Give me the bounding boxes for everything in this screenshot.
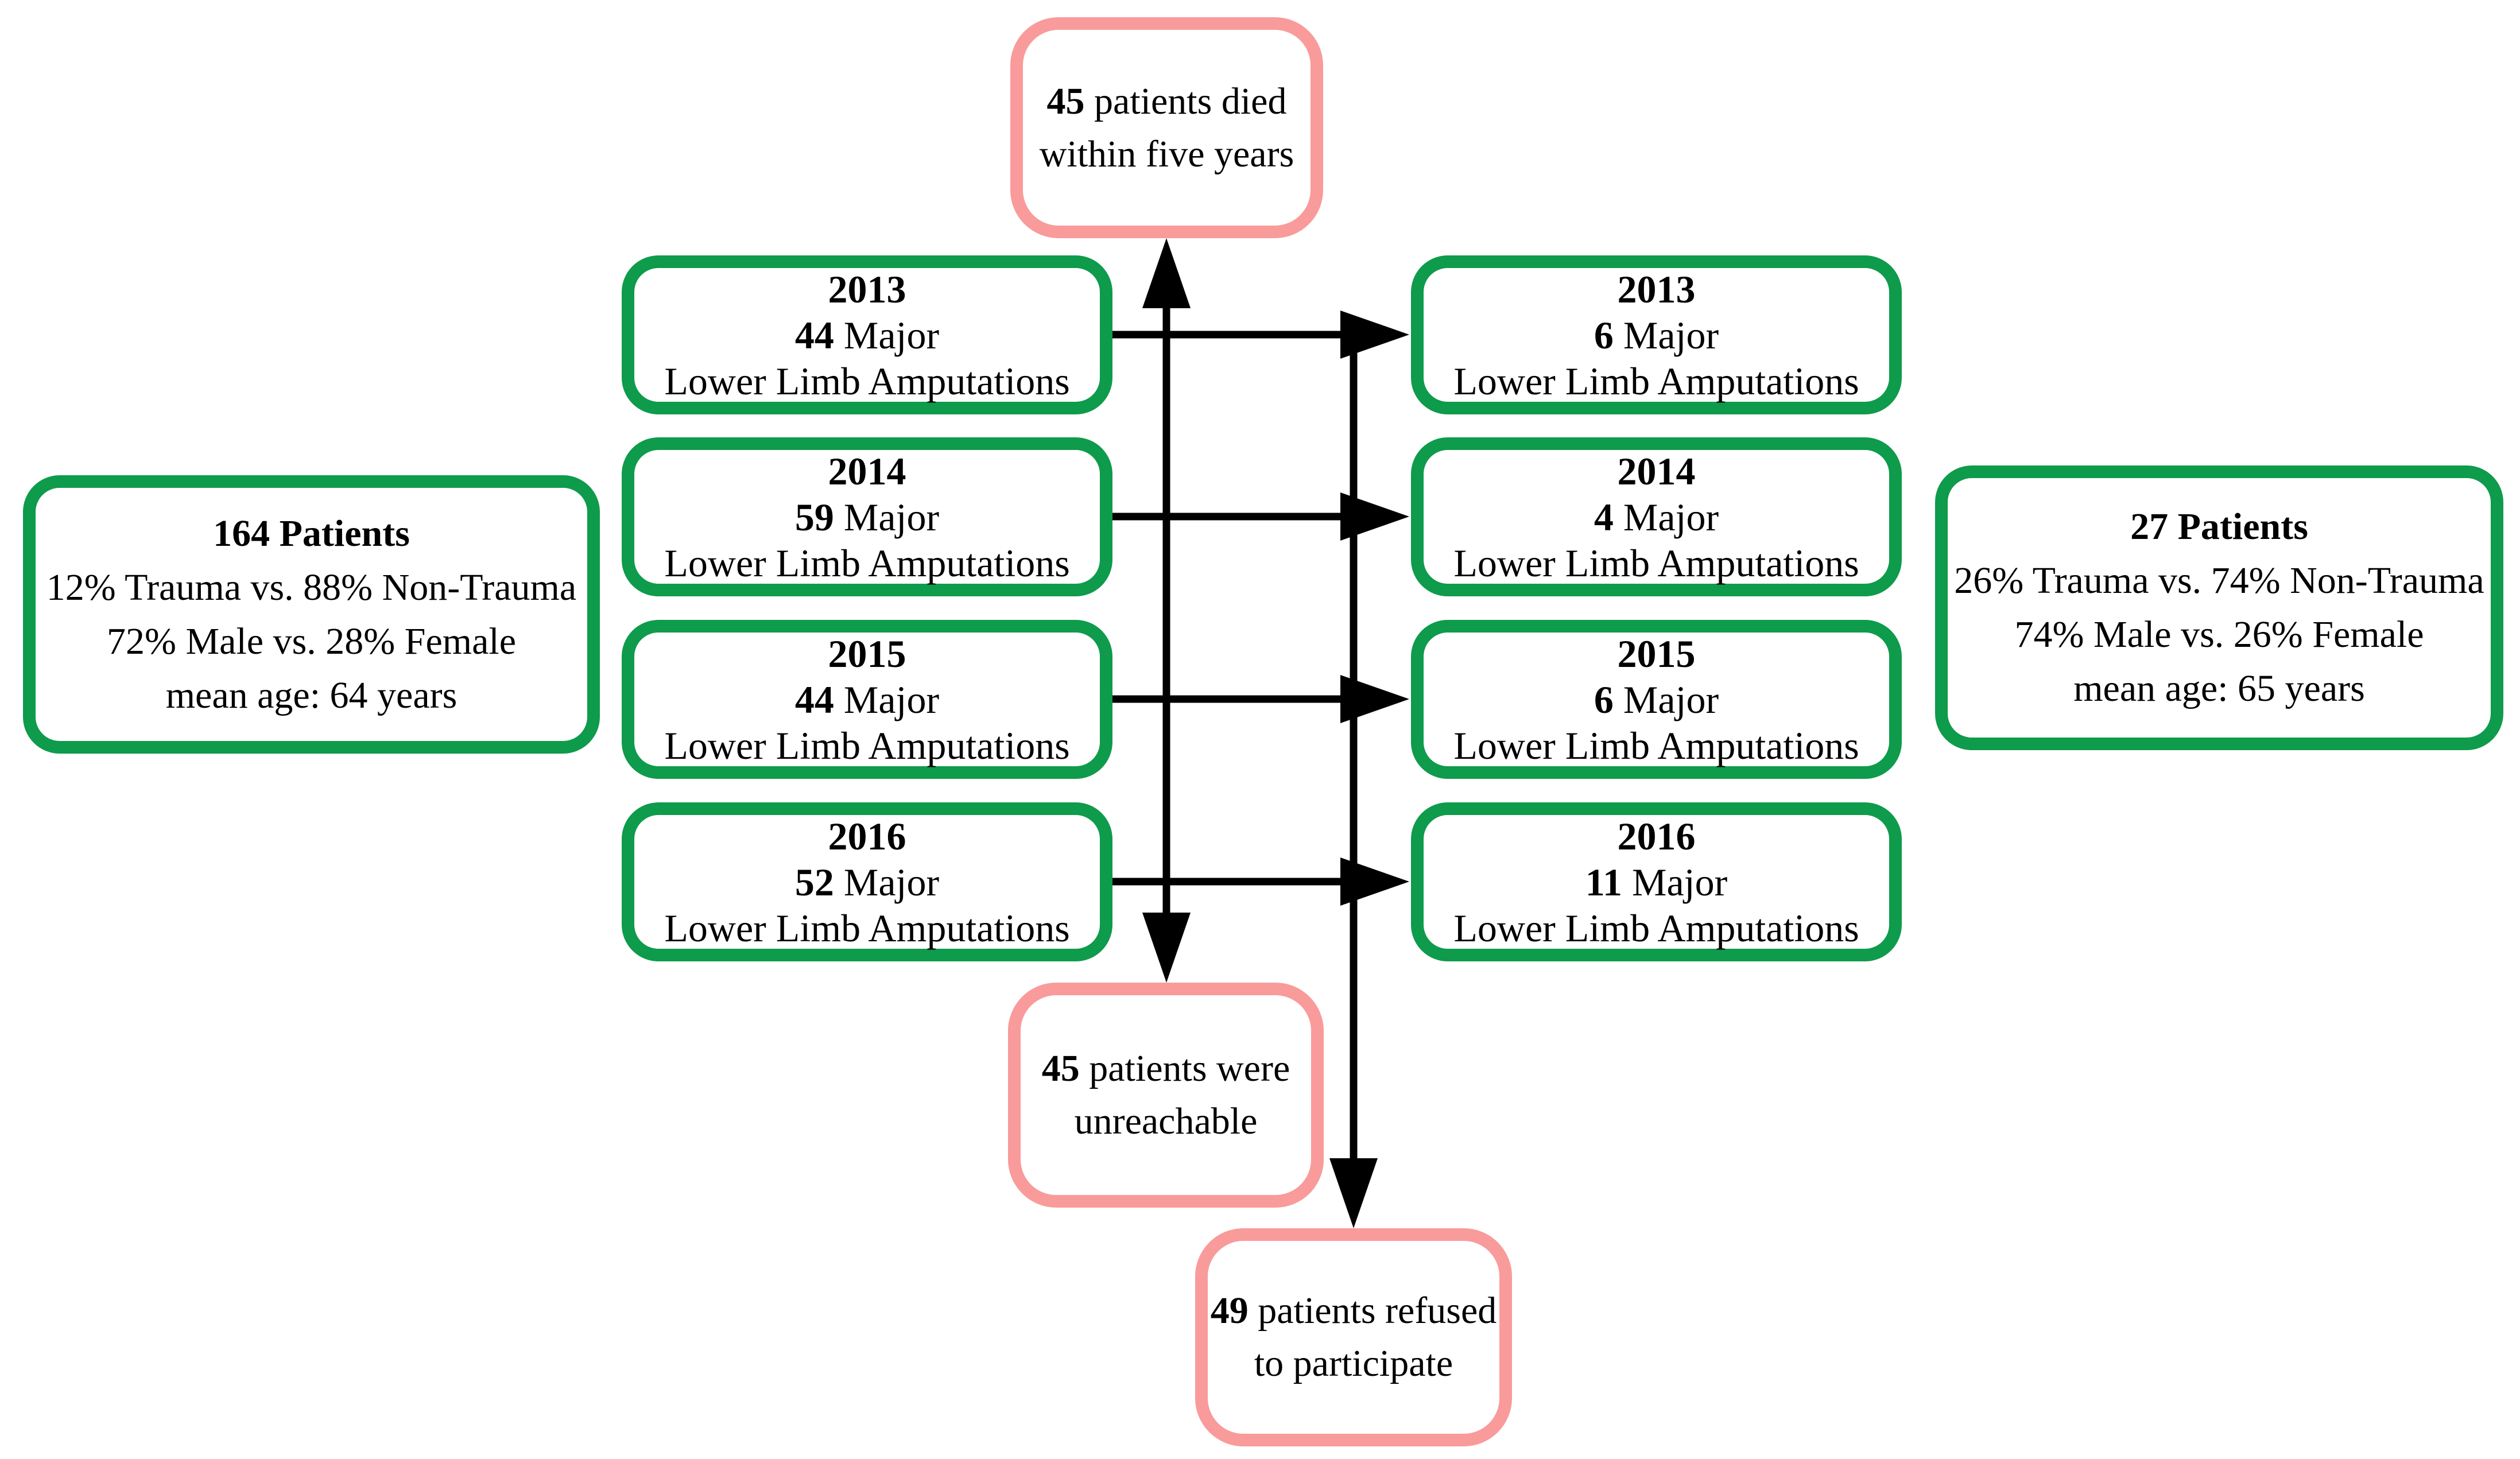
arrowhead-up-died xyxy=(1142,238,1191,308)
count-unit: Major xyxy=(1613,677,1719,721)
count-value: 44 xyxy=(794,677,834,721)
count-value: 6 xyxy=(1594,677,1614,721)
year-label: 2014 xyxy=(1617,449,1696,493)
amputations-label: Lower Limb Amputations xyxy=(664,359,1070,403)
year-label: 2013 xyxy=(1617,267,1696,311)
arrowhead-down-unreachable xyxy=(1142,913,1191,983)
final-cohort-sex: 74% Male vs. 26% Female xyxy=(2014,614,2424,655)
box-died: 45 patients died within five years xyxy=(1010,17,1323,238)
box-left-2015: 2015 44 Major Lower Limb Amputations xyxy=(622,620,1112,779)
count-line: 4 Major xyxy=(1594,494,1719,540)
refused-line-2: to participate xyxy=(1254,1342,1453,1384)
box-left-2016: 2016 52 Major Lower Limb Amputations xyxy=(622,802,1112,961)
box-right-2014: 2014 4 Major Lower Limb Amputations xyxy=(1411,437,1902,596)
box-refused: 49 patients refused to participate xyxy=(1195,1228,1512,1446)
count-value: 44 xyxy=(794,313,834,357)
amputations-label: Lower Limb Amputations xyxy=(664,541,1070,585)
amputations-label: Lower Limb Amputations xyxy=(664,723,1070,767)
arrowhead-right-2015 xyxy=(1340,675,1409,723)
year-label: 2015 xyxy=(828,631,906,676)
box-right-2013: 2013 6 Major Lower Limb Amputations xyxy=(1411,255,1902,414)
amputations-label: Lower Limb Amputations xyxy=(1453,723,1859,767)
amputations-label: Lower Limb Amputations xyxy=(664,906,1070,950)
count-unit: Major xyxy=(833,313,940,357)
count-unit: Major xyxy=(1613,313,1719,357)
count-unit: Major xyxy=(1622,860,1728,904)
initial-cohort-age: mean age: 64 years xyxy=(165,674,458,716)
amputations-label: Lower Limb Amputations xyxy=(1453,359,1859,403)
final-cohort-age: mean age: 65 years xyxy=(2073,668,2365,709)
initial-cohort-sex: 72% Male vs. 28% Female xyxy=(106,620,516,662)
box-left-2013: 2013 44 Major Lower Limb Amputations xyxy=(622,255,1112,414)
unreachable-count: 45 xyxy=(1041,1047,1080,1089)
count-line: 59 Major xyxy=(795,494,939,540)
count-unit: Major xyxy=(833,860,940,904)
box-initial-cohort: 164 Patients 12% Trauma vs. 88% Non-Trau… xyxy=(23,475,600,754)
box-right-2015: 2015 6 Major Lower Limb Amputations xyxy=(1411,620,1902,779)
count-value: 4 xyxy=(1594,495,1614,539)
box-right-2016: 2016 11 Major Lower Limb Amputations xyxy=(1411,802,1902,961)
box-left-2014: 2014 59 Major Lower Limb Amputations xyxy=(622,437,1112,596)
count-value: 52 xyxy=(794,860,834,904)
unreachable-line-2: unreachable xyxy=(1074,1100,1258,1142)
amputations-label: Lower Limb Amputations xyxy=(1453,906,1859,950)
count-line: 44 Major xyxy=(795,312,939,358)
count-line: 11 Major xyxy=(1585,859,1727,905)
initial-cohort-trauma: 12% Trauma vs. 88% Non-Trauma xyxy=(46,566,577,608)
unreachable-line-1: 45 patients were xyxy=(1042,1042,1290,1095)
box-final-cohort: 27 Patients 26% Trauma vs. 74% Non-Traum… xyxy=(1935,465,2503,750)
box-unreachable: 45 patients were unreachable xyxy=(1008,983,1324,1208)
arrowhead-down-refused xyxy=(1329,1158,1378,1228)
final-cohort-count: 27 Patients xyxy=(2130,506,2308,548)
refused-line-1: 49 patients refused xyxy=(1211,1285,1497,1337)
count-line: 6 Major xyxy=(1594,677,1719,723)
died-line-2: within five years xyxy=(1039,133,1294,175)
count-line: 6 Major xyxy=(1594,312,1719,358)
arrowhead-right-2013 xyxy=(1340,311,1409,359)
died-count: 45 xyxy=(1046,80,1085,122)
died-line-1: 45 patients died xyxy=(1047,75,1287,128)
year-label: 2014 xyxy=(828,449,906,493)
year-label: 2016 xyxy=(1617,814,1696,858)
count-unit: Major xyxy=(1613,495,1719,539)
year-label: 2016 xyxy=(828,814,906,858)
year-label: 2013 xyxy=(828,267,906,311)
initial-cohort-count: 164 Patients xyxy=(213,512,410,554)
count-line: 52 Major xyxy=(795,859,939,905)
died-line-1-text: patients died xyxy=(1084,80,1287,122)
count-value: 6 xyxy=(1594,313,1614,357)
count-unit: Major xyxy=(833,495,940,539)
year-label: 2015 xyxy=(1617,631,1696,676)
count-value: 59 xyxy=(794,495,834,539)
arrowhead-right-2016 xyxy=(1340,857,1409,906)
count-value: 11 xyxy=(1585,860,1623,904)
final-cohort-trauma: 26% Trauma vs. 74% Non-Trauma xyxy=(1954,560,2484,602)
count-unit: Major xyxy=(833,677,940,721)
count-line: 44 Major xyxy=(795,677,939,723)
amputations-label: Lower Limb Amputations xyxy=(1453,541,1859,585)
unreachable-line-1-text: patients were xyxy=(1079,1047,1290,1089)
arrowhead-right-2014 xyxy=(1340,492,1409,541)
refused-count: 49 xyxy=(1210,1290,1249,1332)
refused-line-1-text: patients refused xyxy=(1248,1290,1497,1332)
